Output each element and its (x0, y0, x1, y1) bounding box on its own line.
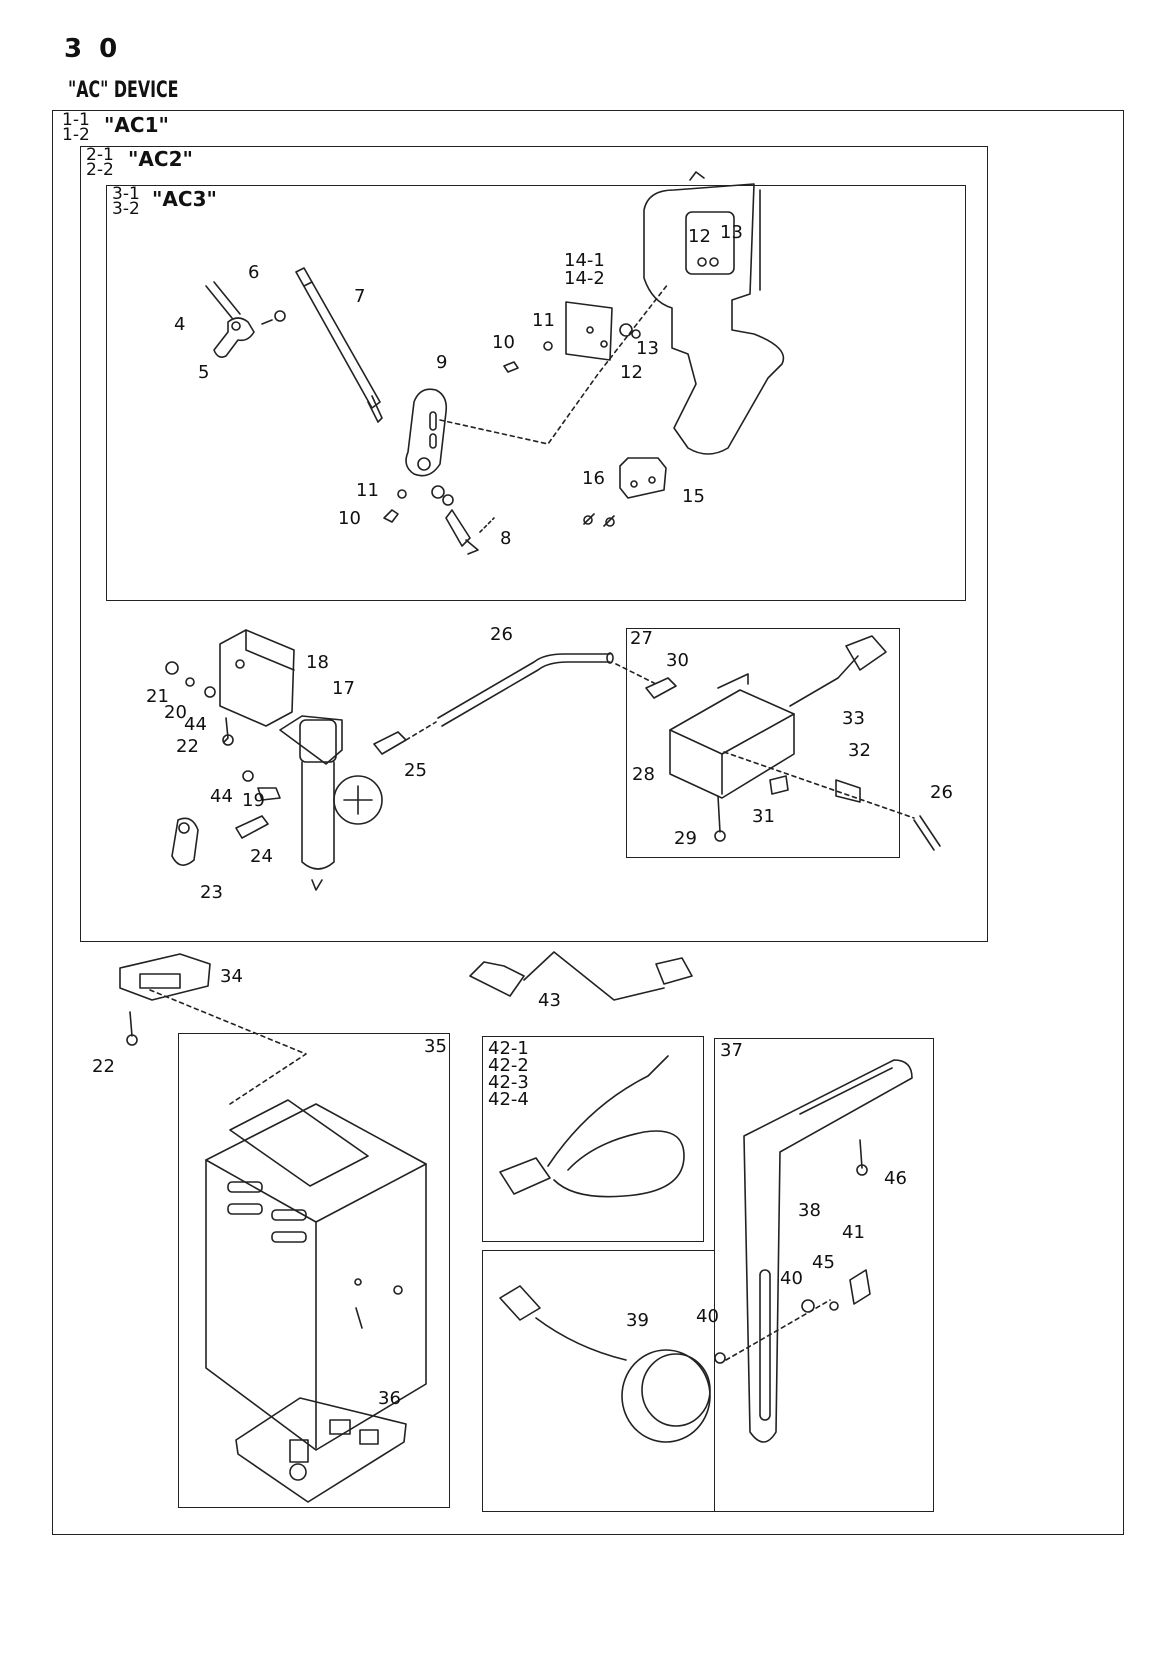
elbow-fitting-5 (214, 318, 254, 357)
fitting-25 (374, 732, 406, 754)
nuts-12-13 (620, 324, 640, 338)
callout-19: 19 (242, 790, 265, 811)
tube-4 (206, 282, 240, 318)
callout-6: 6 (248, 262, 259, 283)
callout-9: 9 (436, 352, 447, 373)
block-15 (620, 458, 666, 498)
callout-12a: 12 (688, 226, 711, 247)
callout-15: 15 (682, 486, 705, 507)
callout-44a: 44 (184, 714, 207, 735)
callout-43: 43 (538, 990, 561, 1011)
callout-22a: 22 (176, 736, 199, 757)
callout-46: 46 (884, 1168, 907, 1189)
washer-40b (715, 1353, 725, 1363)
callout-13b: 13 (636, 338, 659, 359)
callout-11b: 11 (532, 310, 555, 331)
callout-40b: 40 (696, 1306, 719, 1327)
callout-41: 41 (842, 1222, 865, 1243)
callout-26a: 26 (490, 624, 513, 645)
screw-22 (223, 718, 233, 745)
callout-18: 18 (306, 652, 329, 673)
callout-22b: 22 (92, 1056, 115, 1077)
part-8 (432, 486, 478, 554)
machine-head (644, 172, 783, 454)
callout-33: 33 (842, 708, 865, 729)
tube-26b (914, 816, 940, 850)
callout-23: 23 (200, 882, 223, 903)
callout-14-2: 14-2 (564, 268, 605, 289)
callout-12b: 12 (620, 362, 643, 383)
tube-26 (438, 653, 613, 726)
callout-10b: 10 (492, 332, 515, 353)
callout-7: 7 (354, 286, 365, 307)
callout-38: 38 (798, 1200, 821, 1221)
fitting-31 (770, 776, 788, 794)
callout-10a: 10 (338, 508, 361, 529)
callout-29: 29 (674, 828, 697, 849)
callout-28: 28 (632, 764, 655, 785)
pedal-39 (500, 1286, 710, 1442)
callout-13a: 13 (720, 222, 743, 243)
hanger-23 (172, 818, 198, 865)
wing-nut-41-45-40 (802, 1270, 870, 1312)
callout-34: 34 (220, 966, 243, 987)
callout-17: 17 (332, 678, 355, 699)
callout-11a: 11 (356, 480, 379, 501)
callout-36: 36 (378, 1388, 401, 1409)
screw-10-11 (384, 490, 406, 522)
cable-42 (500, 1056, 684, 1197)
bracket-18 (220, 630, 294, 726)
regulator-17 (280, 716, 382, 890)
callout-40a: 40 (780, 1268, 803, 1289)
plate-14 (566, 302, 612, 360)
bracket-38 (744, 1060, 912, 1442)
callout-39: 39 (626, 1310, 649, 1331)
fitting-24 (236, 816, 268, 838)
washers-20-21-44 (166, 662, 215, 697)
nut-6 (262, 311, 285, 324)
pcb-36 (236, 1398, 406, 1502)
callout-5: 5 (198, 362, 209, 383)
callout-44b: 44 (210, 786, 233, 807)
fitting-30 (646, 678, 676, 698)
bracket-9 (406, 389, 446, 475)
cable-33 (790, 636, 886, 706)
callout-45: 45 (812, 1252, 835, 1273)
screws-16 (584, 514, 614, 526)
screw-22b (127, 1012, 137, 1045)
callout-31: 31 (752, 806, 775, 827)
callout-25: 25 (404, 760, 427, 781)
callout-4: 4 (174, 314, 185, 335)
callout-26b: 26 (930, 782, 953, 803)
block-34 (120, 954, 210, 1000)
cable-43 (470, 952, 692, 1000)
callout-30: 30 (666, 650, 689, 671)
screw-46 (857, 1140, 867, 1175)
callout-8: 8 (500, 528, 511, 549)
cylinder-7 (296, 268, 382, 422)
callout-24: 24 (250, 846, 273, 867)
screw-29 (715, 796, 725, 841)
callout-32: 32 (848, 740, 871, 761)
callout-16: 16 (582, 468, 605, 489)
